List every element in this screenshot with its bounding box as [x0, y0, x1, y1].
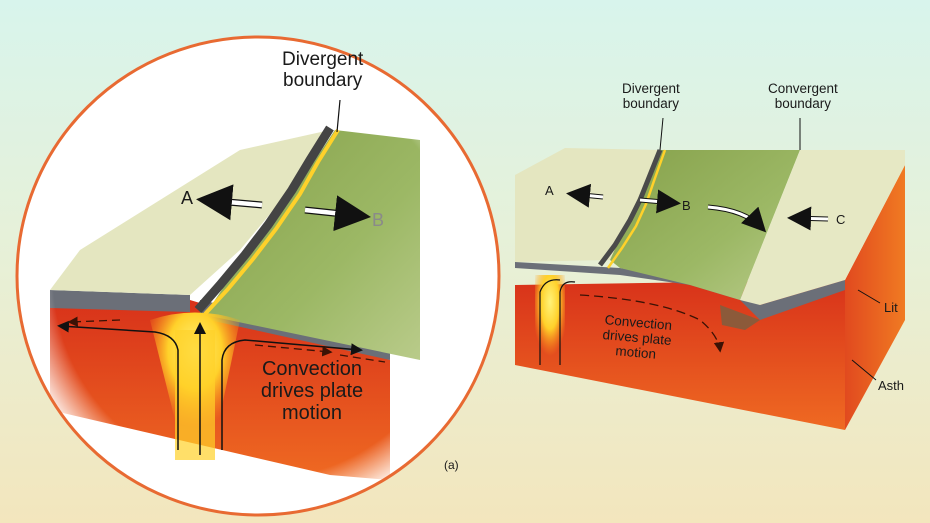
arrow-subduct-main [707, 204, 767, 233]
zoom-detail [17, 37, 499, 515]
zoom-letter-a: A [181, 188, 194, 208]
arrow-c-main [787, 206, 829, 231]
arrow-b-main [639, 189, 681, 214]
main-letter-b: B [682, 198, 691, 213]
main-letter-c: C [836, 212, 846, 227]
lithosphere-label: Lit [884, 300, 898, 315]
main-convergent-label: Convergent boundary [768, 81, 838, 111]
panel-label: (a) [444, 458, 459, 472]
main-divergent-label: Divergent boundary [622, 81, 680, 111]
arrow-a-main [566, 183, 604, 208]
zoom-convection-label: Convection drives plate motion [260, 358, 364, 424]
asthenosphere-label: Asth [878, 378, 905, 393]
main-block-diagram [515, 117, 905, 430]
zoom-letter-b: B [372, 210, 385, 230]
main-letter-a: A [545, 183, 554, 198]
zoom-divergent-label: Divergent boundary [282, 49, 364, 91]
zoom-circle-outline [15, 35, 501, 517]
main-convection-label: Convection drives plate motion [602, 312, 673, 362]
